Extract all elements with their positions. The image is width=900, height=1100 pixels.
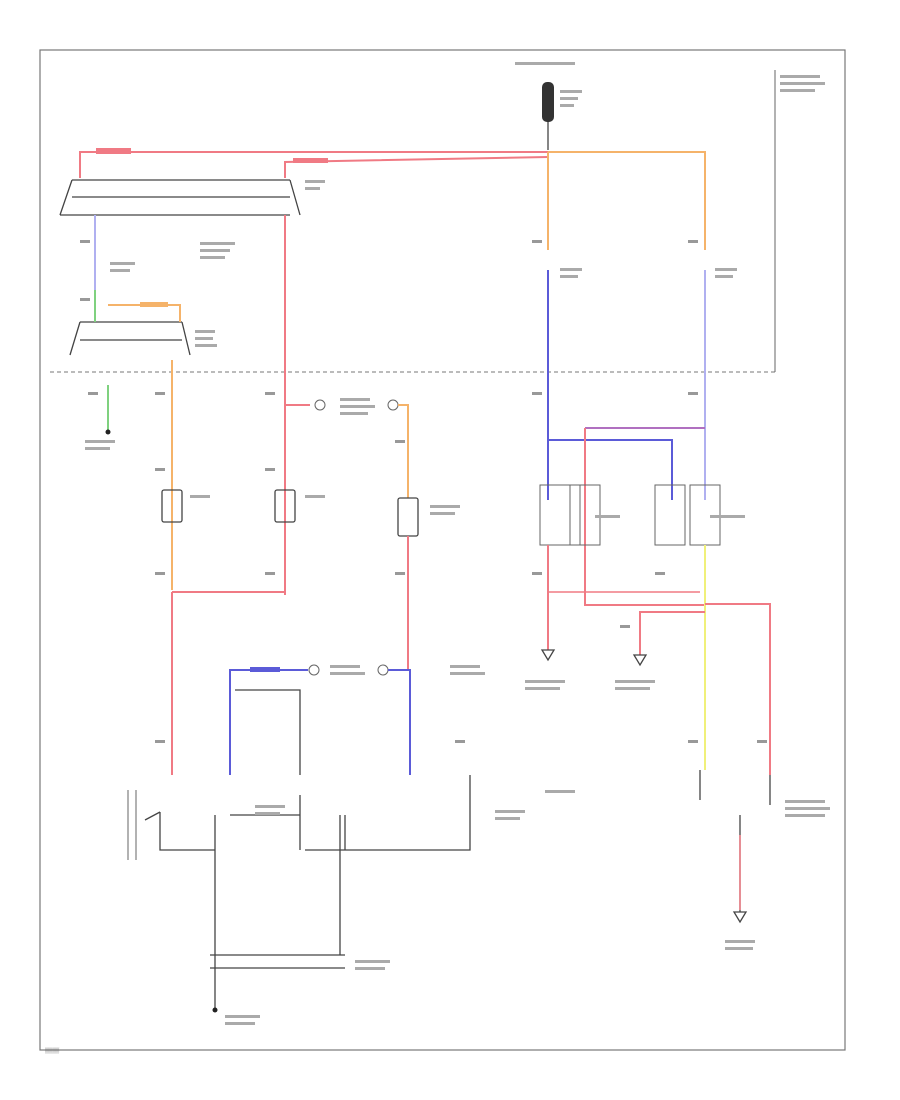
ground-symbol-3 <box>732 911 748 924</box>
wire-code-labels <box>80 240 767 743</box>
bottom-switch-assembly <box>127 775 471 1013</box>
switch-box-2 <box>69 321 191 356</box>
diagram-frame <box>39 49 846 1051</box>
wire-left-green <box>105 385 111 435</box>
ground-symbol-2 <box>632 654 648 667</box>
figure-id: ▒▒▒▒ <box>45 1047 60 1054</box>
connector-bubble-1 <box>314 399 326 411</box>
connector-bubble-3 <box>308 664 320 676</box>
component-text-blocks <box>85 62 830 1025</box>
connector-bubble-4 <box>377 664 389 676</box>
wire-middle-orange <box>397 404 419 670</box>
wire-blue-middle <box>229 667 411 775</box>
wire-left-red-vertical <box>171 215 310 775</box>
switch-box-1 <box>59 179 301 216</box>
wire-right-lower <box>547 545 771 775</box>
wire-orange-mid <box>108 302 181 322</box>
switch-right-bottom <box>699 770 771 912</box>
relay-left-1 <box>161 489 183 523</box>
relay-group-right <box>539 484 721 546</box>
wire-red-top <box>79 148 549 178</box>
ground-symbol-1 <box>540 649 556 662</box>
wire-orange-top <box>547 151 706 250</box>
fuse-block <box>542 82 554 150</box>
connector-bubble-2 <box>387 399 399 411</box>
wire-right-blue <box>547 270 706 606</box>
relay-left-2 <box>274 489 296 523</box>
